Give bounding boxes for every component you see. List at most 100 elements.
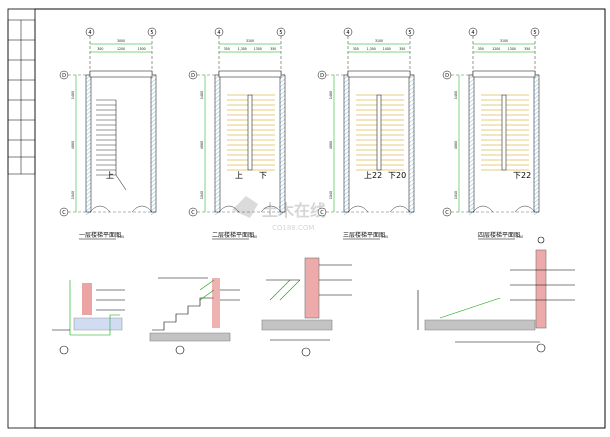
- grid-bubble: [468, 27, 478, 37]
- stair-well: [376, 94, 382, 171]
- plan-title-1: 一层楼梯平面图: [79, 231, 121, 239]
- stair-well: [501, 94, 507, 171]
- grid-label: 4: [471, 30, 474, 36]
- side-dimension: 1040: [454, 191, 458, 199]
- top-dimension: 3100: [246, 39, 254, 43]
- top-dimension: 3000: [117, 39, 125, 43]
- grid-label: 5: [533, 30, 536, 36]
- door-swing: [218, 205, 282, 213]
- plan-scale-4: 1:50: [516, 235, 523, 239]
- top-wall: [472, 70, 536, 78]
- down-label: 下20: [388, 171, 406, 180]
- grid-bubble: [343, 27, 353, 37]
- segment-dimension: 1200: [492, 47, 500, 51]
- up-label: 上: [235, 171, 243, 180]
- plan-title-4: 四层楼梯平面图: [478, 231, 520, 239]
- stair-well: [247, 94, 253, 171]
- inner-frame: [34, 8, 606, 429]
- door-swing: [347, 205, 411, 213]
- side-dimension: 4880: [454, 141, 458, 149]
- detail-2: [149, 277, 240, 355]
- right-wall: [279, 74, 286, 213]
- segment-dimension: 1,300: [238, 47, 247, 51]
- grid-label: 4: [346, 30, 349, 36]
- side-dimension: 1480: [200, 91, 204, 99]
- plan-title-2: 二层楼梯平面图: [212, 231, 254, 239]
- segment-dimension: 350: [478, 47, 484, 51]
- down-label: 下: [259, 171, 267, 180]
- top-wall: [89, 70, 153, 78]
- right-wall: [533, 74, 540, 213]
- grid-label: 4: [217, 30, 220, 36]
- grid-bubble: [147, 27, 157, 37]
- grid-label: 4: [88, 30, 91, 36]
- segment-dimension: 350: [353, 47, 359, 51]
- detail-3: [261, 257, 352, 357]
- row-grid-label: D: [445, 73, 449, 79]
- down-label: 下22: [513, 171, 531, 180]
- top-wall: [347, 70, 411, 78]
- grid-bubble: [85, 27, 95, 37]
- segment-dimension: 300: [97, 47, 103, 51]
- left-wall: [85, 74, 92, 213]
- up-label: 上22: [364, 171, 382, 180]
- top-dimension: 3100: [500, 39, 508, 43]
- row-grid-label: D: [191, 73, 195, 79]
- segment-dimension: 1200: [117, 47, 125, 51]
- segment-dimension: 1300: [508, 47, 516, 51]
- grid-bubble: [530, 27, 540, 37]
- segment-dimension: 350: [399, 47, 405, 51]
- grid-bubble: [405, 27, 415, 37]
- left-wall: [468, 74, 475, 213]
- up-label: 上: [106, 171, 114, 180]
- row-grid-label: D: [320, 73, 324, 79]
- side-dimension: 1040: [200, 191, 204, 199]
- side-dimension: 4880: [71, 141, 75, 149]
- side-dimension: 1040: [71, 191, 75, 199]
- plan-titles: 一层楼梯平面图 1:50 二层楼梯平面图 1:50 三层楼梯平面图 1:50 四…: [79, 231, 523, 240]
- row-grid-label: C: [445, 210, 449, 216]
- detail-1: [52, 280, 125, 355]
- left-wall: [214, 74, 221, 213]
- segment-dimension: 350: [270, 47, 276, 51]
- side-dimension: 1480: [329, 91, 333, 99]
- segment-dimension: 1500: [138, 47, 146, 51]
- grid-label: 5: [279, 30, 282, 36]
- door-swing: [89, 205, 153, 213]
- plan-scale-3: 1:50: [381, 235, 388, 239]
- plan-scale-2: 1:50: [250, 235, 257, 239]
- right-wall: [150, 74, 157, 213]
- row-grid-label: D: [62, 73, 66, 79]
- watermark: 土木在线 CO188.COM: [232, 196, 326, 232]
- segment-dimension: 1300: [254, 47, 262, 51]
- grid-bubble: [214, 27, 224, 37]
- row-grid-label: C: [191, 210, 195, 216]
- top-dimension: 3100: [375, 39, 383, 43]
- grid-bubble: [276, 27, 286, 37]
- row-grid-label: C: [320, 210, 324, 216]
- segment-dimension: 350: [524, 47, 530, 51]
- grid-label: 5: [150, 30, 153, 36]
- side-dimension: 1480: [454, 91, 458, 99]
- segment-dimension: 1,300: [367, 47, 376, 51]
- plan-title-3: 三层楼梯平面图: [343, 231, 385, 239]
- row-grid-label: C: [62, 210, 66, 216]
- left-title-strip: [7, 19, 36, 175]
- segment-dimension: 350: [224, 47, 230, 51]
- left-wall: [343, 74, 350, 213]
- side-dimension: 1040: [329, 191, 333, 199]
- plan-scale-1: 1:50: [117, 235, 124, 239]
- top-wall: [218, 70, 282, 78]
- watermark-main: 土木在线: [262, 201, 326, 220]
- door-swing: [472, 205, 536, 213]
- detail-sections: [52, 236, 575, 357]
- detail-4: [417, 236, 575, 353]
- side-dimension: 4880: [329, 141, 333, 149]
- right-wall: [408, 74, 415, 213]
